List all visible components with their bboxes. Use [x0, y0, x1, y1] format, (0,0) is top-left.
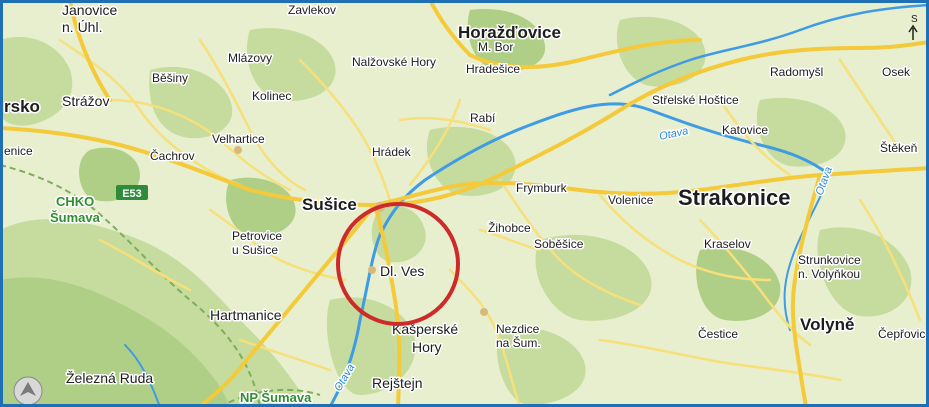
place-label-dl-ves: Dl. Ves — [380, 263, 424, 279]
place-label-frymburk: Frymburk — [516, 181, 568, 195]
place-label-hradesice: Hradešice — [466, 62, 520, 76]
place-label-na-sum: na Šum. — [496, 335, 541, 350]
place-label-cestice: Čestice — [698, 326, 738, 341]
place-label-m-bor: M. Bor — [478, 40, 513, 54]
park-border — [0, 164, 321, 407]
place-label-nezdice: Nezdice — [496, 322, 540, 336]
place-label-katovice: Katovice — [722, 123, 768, 137]
place-label-volyne: Volyně — [800, 315, 854, 334]
place-label-strelske-hostice: Střelské Hoštice — [652, 93, 739, 107]
place-label-zavlekov: Zavlekov — [288, 3, 336, 17]
place-label-osek: Osek — [882, 65, 911, 79]
navigation-arrow-icon[interactable] — [13, 376, 43, 406]
place-label-cachrov: Čachrov — [150, 148, 195, 163]
svg-text:S: S — [911, 14, 918, 25]
place-label-rsko: rsko — [4, 97, 40, 116]
place-label-rejstejn: Rejštejn — [372, 375, 423, 391]
place-label-petrovice: Petrovice — [232, 229, 282, 243]
place-label-hradek: Hrádek — [372, 145, 412, 159]
svg-text:E53: E53 — [122, 188, 142, 200]
place-label-hartmanice: Hartmanice — [210, 307, 282, 323]
place-label-mlazovy: Mlázovy — [228, 51, 272, 65]
place-label-kraselov: Kraselov — [704, 237, 751, 251]
place-label-strazov: Strážov — [62, 93, 109, 109]
place-label-cepřovice: Čepřovice — [878, 326, 929, 341]
place-label-hory: Hory — [412, 339, 442, 355]
river-network — [124, 3, 929, 407]
place-label-radomysl: Radomyšl — [770, 65, 823, 79]
place-label-janovice: Janovice — [62, 2, 117, 18]
place-label-besiny: Běšiny — [152, 71, 188, 85]
place-label-velhartice: Velhartice — [212, 132, 265, 146]
place-label-nalzovske-hory: Nalžovské Hory — [352, 55, 436, 69]
place-label-u-susice: u Sušice — [232, 243, 278, 257]
north-arrow-icon: S — [908, 14, 918, 40]
road-sign-e53: E53 — [116, 185, 148, 200]
place-label-zelezna-ruda: Železná Ruda — [66, 370, 153, 386]
place-label-enice: enice — [4, 144, 33, 158]
place-label-volenice: Volenice — [608, 193, 654, 207]
place-label-zihobce: Žihobce — [488, 220, 531, 235]
place-label-chko: CHKO — [56, 194, 94, 209]
highlight-circle — [336, 202, 460, 326]
minor-roads — [58, 38, 922, 407]
place-label-strakonice: Strakonice — [678, 185, 791, 210]
place-label-np-sumava: NP Šumava — [240, 390, 312, 405]
place-label-strunkovice: Strunkovice — [798, 253, 861, 267]
place-label-kolinec: Kolinec — [252, 89, 291, 103]
place-label-n-volynkou: n. Volyňkou — [798, 267, 860, 281]
place-label-horazdovice: Horažďovice — [458, 23, 561, 42]
place-label-sobesice: Soběšice — [534, 237, 584, 251]
place-label-susice: Sušice — [302, 195, 357, 214]
place-label-n-uhl: n. Úhl. — [62, 19, 102, 35]
place-label-stekeh: Štěkeň — [880, 140, 917, 155]
place-label-sumava: Šumava — [50, 210, 101, 225]
place-label-rabi: Rabí — [470, 111, 496, 125]
